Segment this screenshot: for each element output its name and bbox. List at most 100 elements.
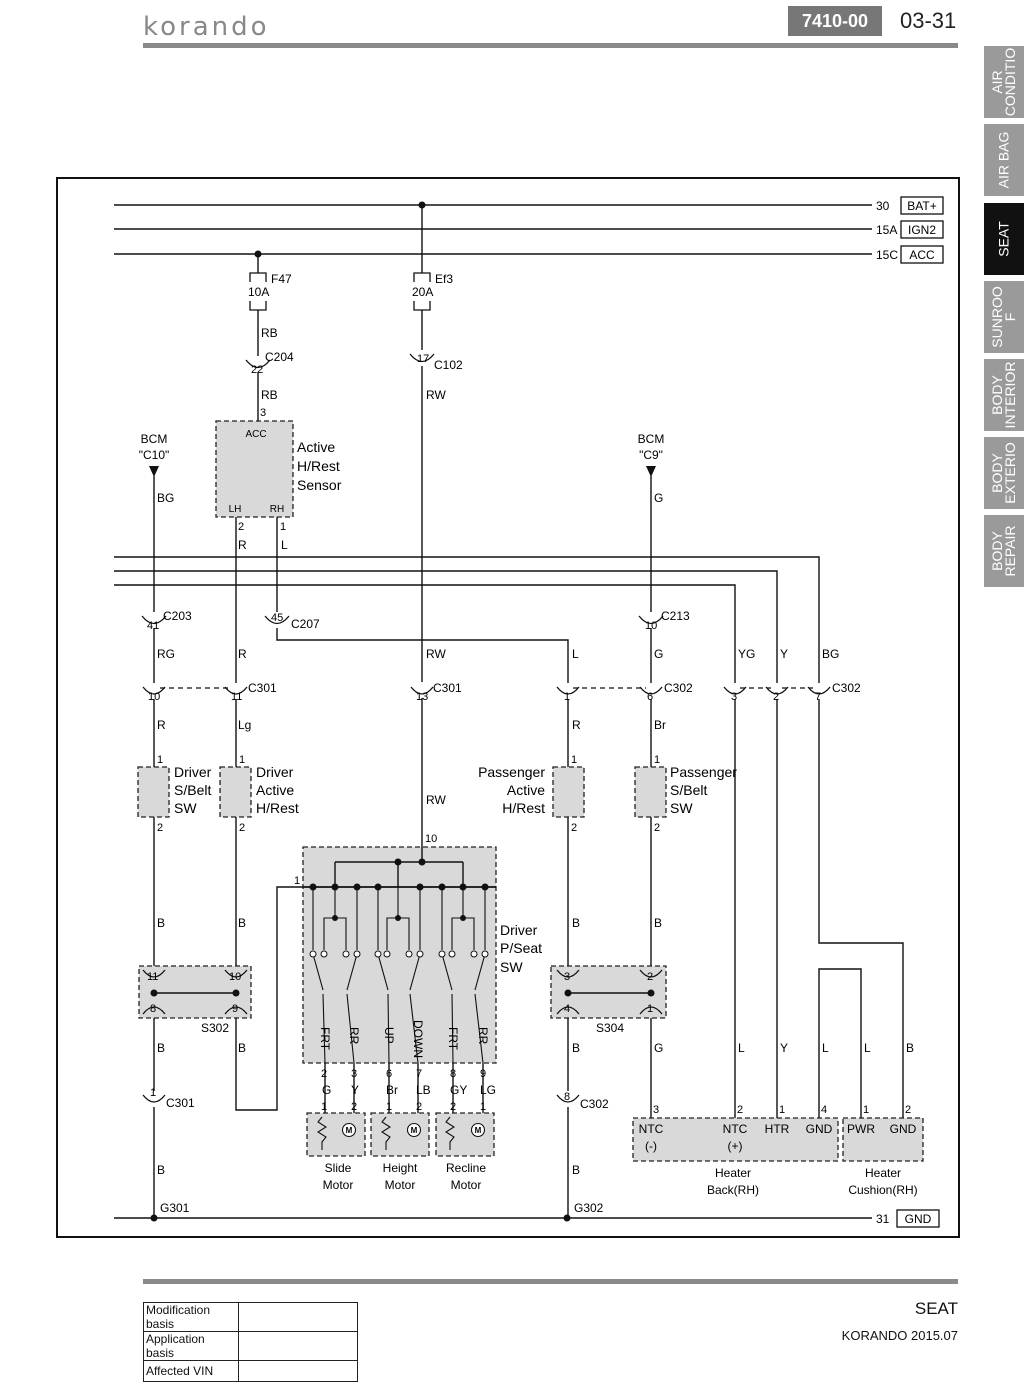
wire-label: Y bbox=[780, 647, 788, 661]
heater-cushion-label: Heater bbox=[865, 1166, 901, 1180]
pin-number: 1 bbox=[480, 1101, 486, 1113]
switch-direction: UP bbox=[382, 1027, 396, 1044]
wire-label: R bbox=[238, 647, 247, 661]
tab-body-repair[interactable]: BODY REPAIR bbox=[984, 515, 1024, 587]
height-motor-label: Height bbox=[383, 1161, 418, 1175]
sensor-label: Sensor bbox=[297, 477, 342, 493]
pin-number: 2 bbox=[737, 1104, 743, 1116]
connector-label: C302 bbox=[664, 681, 693, 695]
pin-number: 1 bbox=[321, 1101, 327, 1113]
pin-number: 41 bbox=[147, 620, 159, 632]
pseat-label: Driver bbox=[500, 922, 538, 938]
slide-motor-symbol: M bbox=[346, 1126, 353, 1135]
bcm-right-conn: "C9" bbox=[639, 448, 663, 462]
pin-number: 6 bbox=[386, 1068, 392, 1080]
connector-label: C301 bbox=[166, 1096, 195, 1110]
wire-label: B bbox=[157, 916, 165, 930]
rail-15c-tag: ACC bbox=[909, 248, 935, 262]
tab-air-bag[interactable]: AIR BAG bbox=[984, 124, 1024, 196]
fuse-f47-name: F47 bbox=[271, 272, 292, 286]
pin-number: 1 bbox=[863, 1104, 869, 1116]
wire-label: G bbox=[322, 1083, 331, 1097]
wire-label: G bbox=[654, 1041, 663, 1055]
pin-number: 11 bbox=[231, 691, 242, 703]
bcm-right-name: BCM bbox=[638, 432, 665, 446]
wire-label: RW bbox=[426, 793, 446, 807]
pin-number: 7 bbox=[416, 1068, 422, 1080]
wire-label: G bbox=[654, 491, 663, 505]
switch-direction: FRT bbox=[446, 1027, 460, 1051]
pin-number: 45 bbox=[271, 612, 283, 624]
ground-label: G302 bbox=[574, 1201, 604, 1215]
pin-number: 8 bbox=[150, 1003, 156, 1015]
wire-label: L bbox=[738, 1041, 745, 1055]
tab-seat[interactable]: SEAT bbox=[984, 203, 1024, 275]
switch-direction: FRT bbox=[318, 1027, 332, 1051]
tab-body-interior[interactable]: BODY INTERIOR bbox=[984, 359, 1024, 431]
sensor-rh-pin: RH bbox=[270, 504, 284, 515]
wire-label: B bbox=[572, 1041, 580, 1055]
wire-label: Br bbox=[654, 718, 666, 732]
revision-info-table: Modification basis Application basis Aff… bbox=[143, 1302, 358, 1382]
pin-number: 2 bbox=[654, 822, 660, 834]
wire-label: Y bbox=[351, 1083, 359, 1097]
wire-label: B bbox=[238, 916, 246, 930]
heater-back-pin: NTC bbox=[723, 1122, 748, 1136]
pin-number: 1 bbox=[571, 754, 577, 766]
tab-air-conditioning[interactable]: AIR CONDITIO bbox=[984, 46, 1024, 118]
recline-motor-label: Motor bbox=[451, 1178, 482, 1192]
splice-label: S304 bbox=[596, 1021, 624, 1035]
switch-direction: RR bbox=[347, 1027, 361, 1045]
pin-number: 17 bbox=[417, 353, 429, 365]
connector-label: C302 bbox=[580, 1097, 609, 1111]
wire-label: RW bbox=[426, 388, 446, 402]
wire-label: G bbox=[654, 647, 663, 661]
page-number: 03-31 bbox=[900, 8, 957, 33]
fuse-ef3-rating: 20A bbox=[412, 285, 433, 299]
pin-number: 22 bbox=[251, 364, 263, 376]
row-value bbox=[238, 1331, 358, 1361]
ground-label: G301 bbox=[160, 1201, 190, 1215]
table-row: Affected VIN bbox=[143, 1360, 358, 1382]
passenger-belt-label: Passenger bbox=[670, 764, 737, 780]
sensor-label: Active bbox=[297, 439, 335, 455]
pin-number: 3 bbox=[564, 971, 570, 983]
pin-number: 2 bbox=[647, 971, 653, 983]
pin-number: 2 bbox=[571, 822, 577, 834]
table-row: Application basis bbox=[143, 1331, 358, 1361]
slide-motor-label: Motor bbox=[323, 1178, 354, 1192]
driver-belt-label: S/Belt bbox=[174, 782, 211, 798]
passenger-rest-label: Passenger bbox=[478, 764, 545, 780]
connector-label: C302 bbox=[832, 681, 861, 695]
wire-label: LG bbox=[480, 1083, 496, 1097]
connector-label: C301 bbox=[248, 681, 277, 695]
bcm-left-name: BCM bbox=[141, 432, 168, 446]
rail-15a-num: 15A bbox=[876, 223, 897, 237]
wire-label: B bbox=[654, 916, 662, 930]
tab-body-exterior[interactable]: BODY EXTERIO bbox=[984, 437, 1024, 509]
pin-number: 1 bbox=[280, 521, 286, 533]
pin-number: 10 bbox=[229, 971, 241, 983]
passenger-rest-label: H/Rest bbox=[502, 800, 545, 816]
recline-motor-symbol: M bbox=[475, 1126, 482, 1135]
pin-number: 1 bbox=[239, 754, 245, 766]
heater-back-pin: GND bbox=[806, 1122, 833, 1136]
pin-number: 2 bbox=[321, 1068, 327, 1080]
switch-direction: DOWN bbox=[411, 1020, 425, 1058]
bcm-left-conn: "C10" bbox=[139, 448, 170, 462]
heater-back-label: Back(RH) bbox=[707, 1183, 759, 1197]
pin-number: 1 bbox=[779, 1104, 785, 1116]
connector-label: C207 bbox=[291, 617, 320, 631]
pin-number: 11 bbox=[147, 971, 158, 983]
wire-label: Lg bbox=[238, 718, 251, 732]
pin-number: 1 bbox=[150, 1087, 156, 1099]
heater-cushion-label: Cushion(RH) bbox=[848, 1183, 917, 1197]
connector-label: C102 bbox=[434, 358, 463, 372]
splice-label: S302 bbox=[201, 1021, 229, 1035]
footer-section: SEAT bbox=[914, 1299, 958, 1318]
pin-number: 8 bbox=[564, 1091, 570, 1103]
heater-cushion-pin: GND bbox=[890, 1122, 917, 1136]
tab-sunroof[interactable]: SUNROO F bbox=[984, 281, 1024, 353]
pin-number: 10 bbox=[645, 620, 657, 632]
heater-cushion-pin: PWR bbox=[847, 1122, 875, 1136]
